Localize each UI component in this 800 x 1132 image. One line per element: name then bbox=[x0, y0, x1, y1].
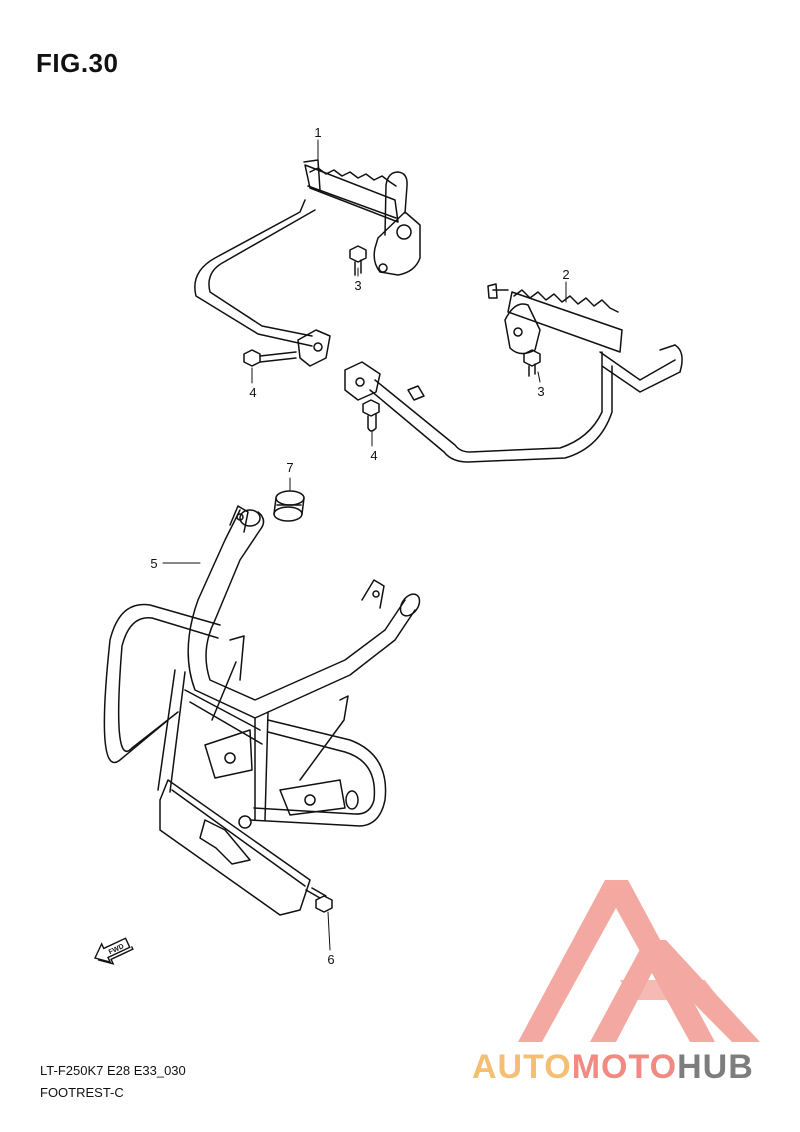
watermark-part-hub: HUB bbox=[677, 1048, 754, 1086]
bolt-4-right bbox=[362, 399, 380, 432]
section-name: FOOTREST-C bbox=[40, 1085, 124, 1100]
callout-6: 6 bbox=[327, 952, 334, 967]
bolt-3-left bbox=[349, 245, 367, 276]
model-code: LT-F250K7 E28 E33_030 bbox=[40, 1063, 186, 1078]
left-footrest-assembly bbox=[194, 159, 421, 367]
callout-1: 1 bbox=[314, 125, 321, 140]
callout-4a: 4 bbox=[249, 385, 256, 400]
bolt-6 bbox=[305, 887, 333, 913]
watermark-logo bbox=[518, 880, 760, 1042]
watermark-part-moto: MOTO bbox=[571, 1048, 678, 1086]
figure-title: FIG.30 bbox=[36, 48, 119, 78]
watermark-text: AUTOMOTOHUB bbox=[472, 1048, 754, 1087]
fwd-arrow-icon: FWD bbox=[94, 937, 134, 965]
front-guard-assembly bbox=[103, 505, 421, 916]
leader-lines bbox=[162, 139, 567, 951]
watermark-part-auto: AUTO bbox=[472, 1048, 572, 1086]
callout-4b: 4 bbox=[370, 448, 377, 463]
bolt-4-left bbox=[243, 349, 297, 367]
callout-7: 7 bbox=[286, 460, 293, 475]
grommet-7 bbox=[273, 490, 305, 522]
callout-5: 5 bbox=[150, 556, 157, 571]
right-footrest-assembly bbox=[344, 283, 683, 463]
callout-3b: 3 bbox=[537, 384, 544, 399]
callout-3a: 3 bbox=[354, 278, 361, 293]
bolt-3-right bbox=[523, 349, 541, 377]
callout-2: 2 bbox=[562, 267, 569, 282]
